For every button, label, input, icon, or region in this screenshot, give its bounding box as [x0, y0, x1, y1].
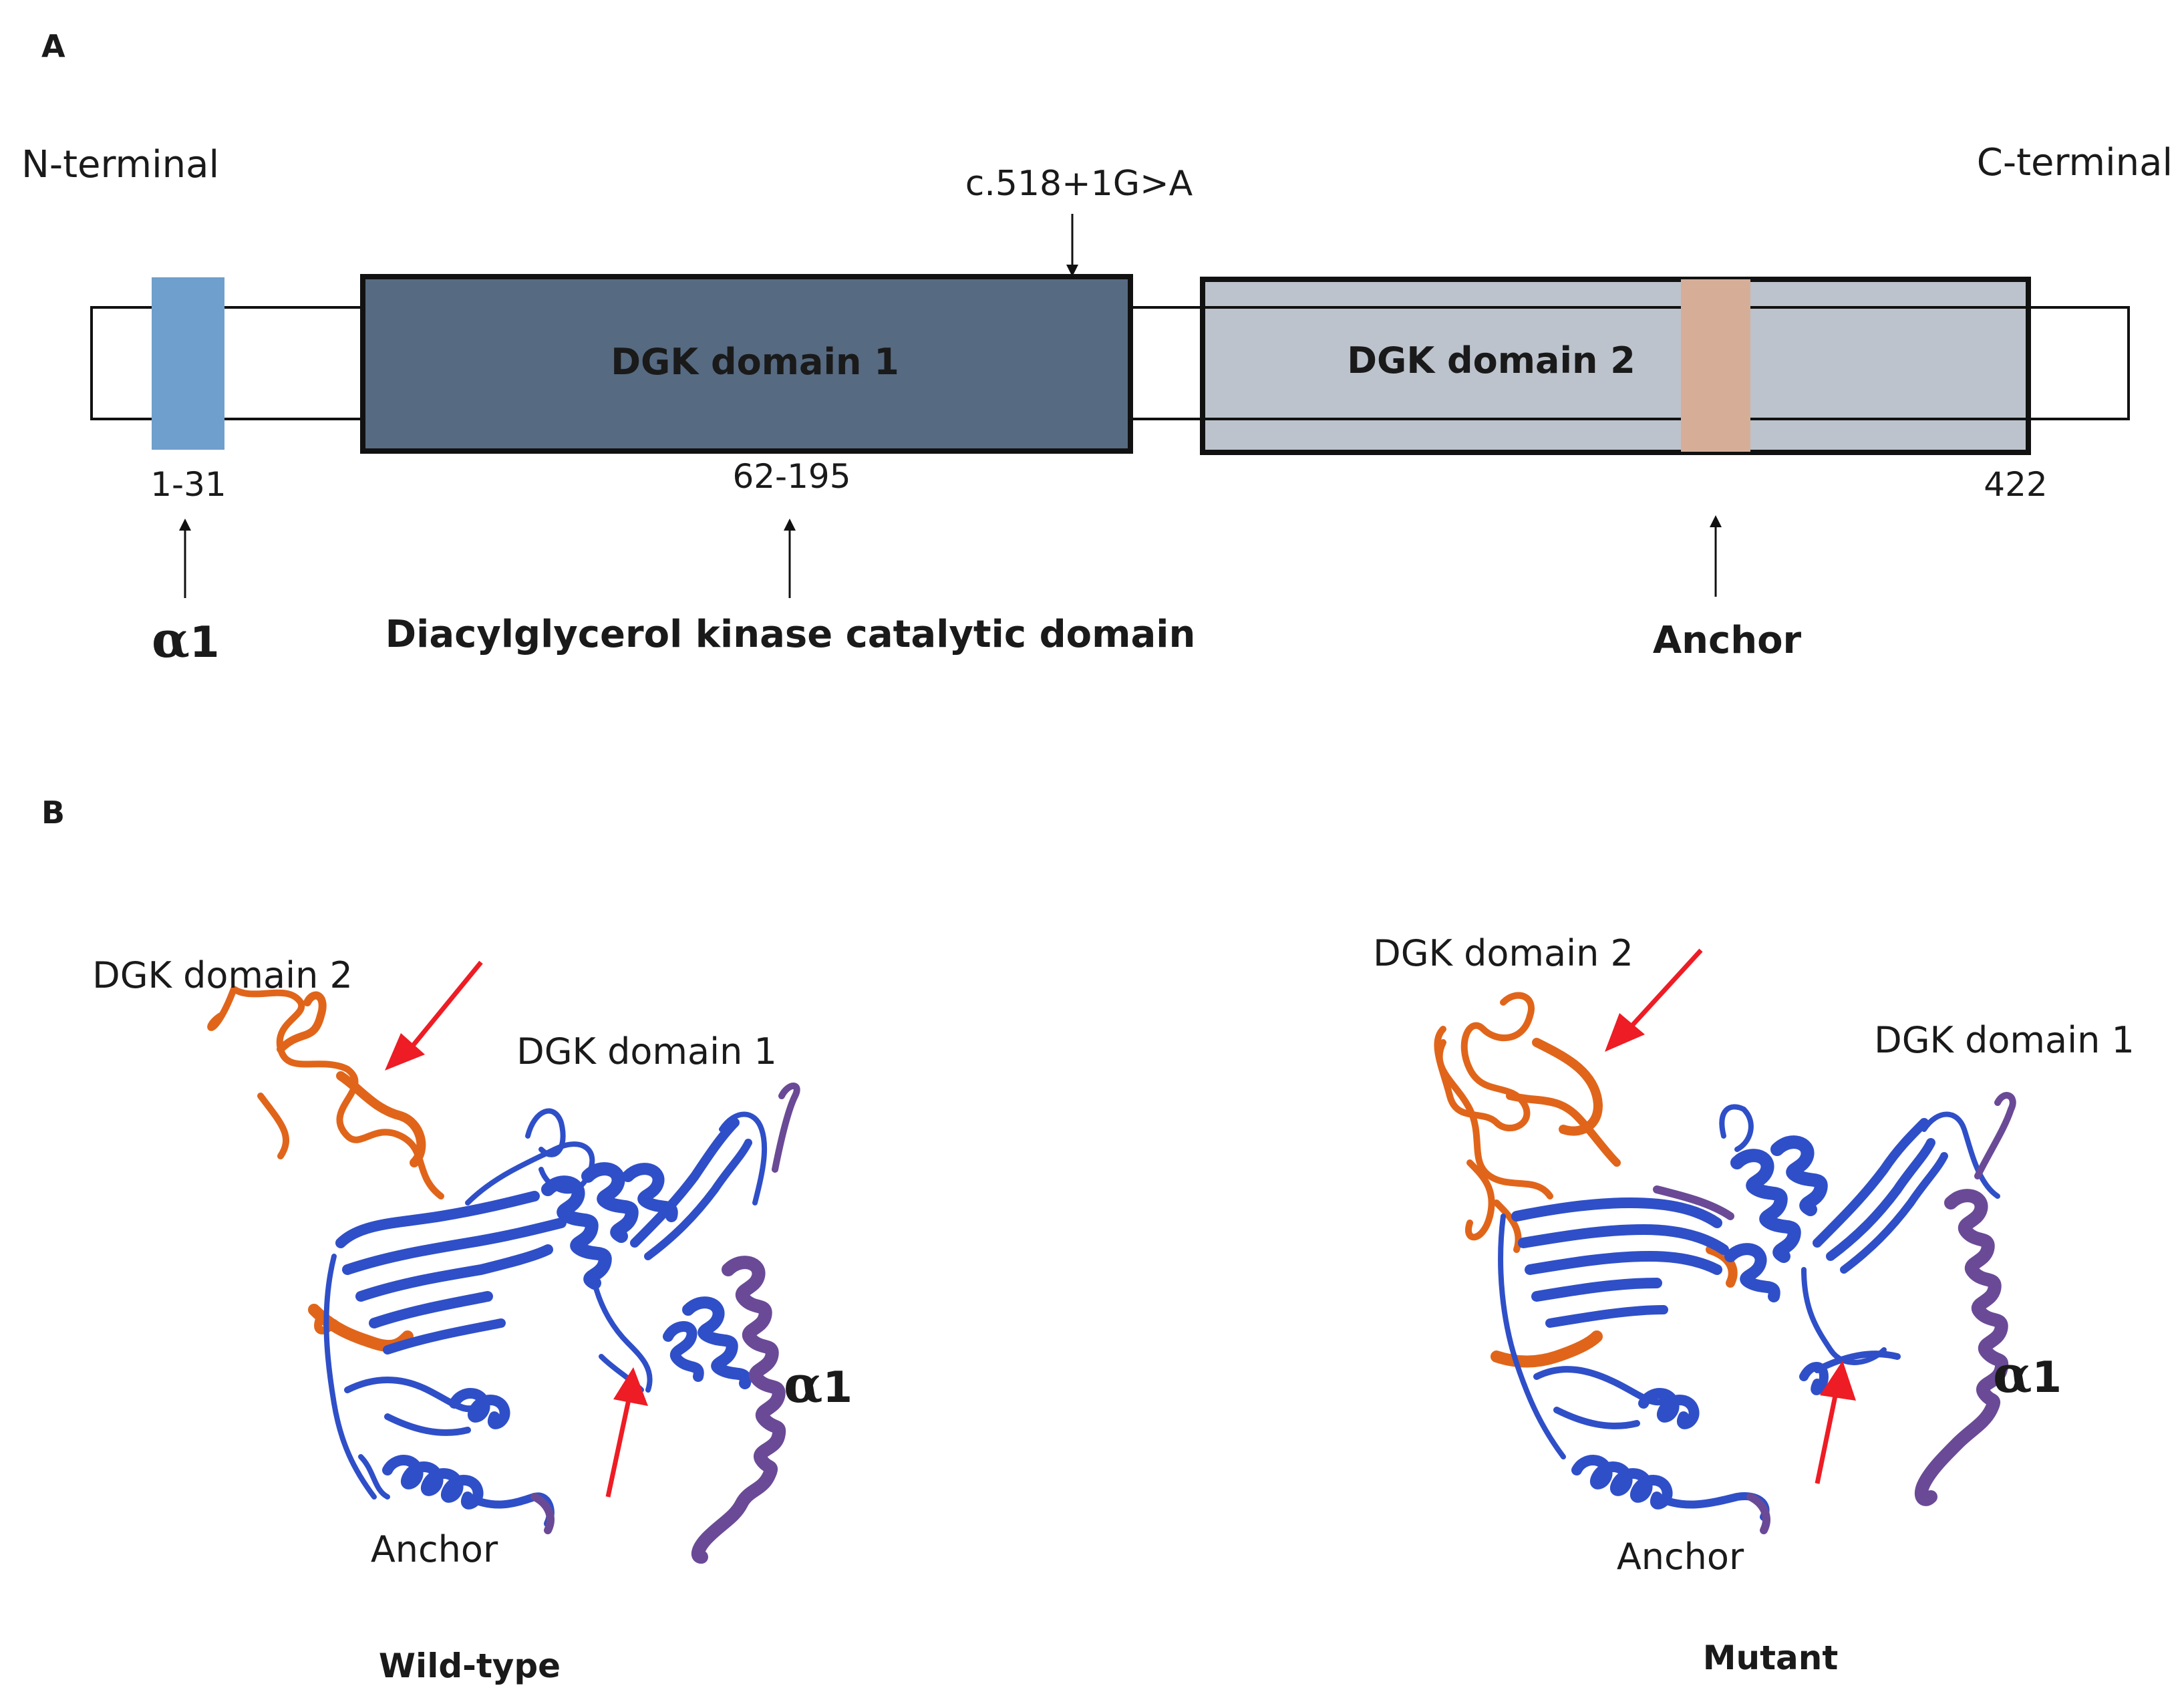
dgk-domain-1-label: DGK domain 1 — [611, 341, 899, 383]
range-end: 422 — [1984, 465, 2047, 504]
wildtype-red-arrows — [385, 960, 648, 1498]
mutant-caption: Mutant — [1703, 1639, 1839, 1677]
mutant-alpha-number: 1 — [2032, 1353, 2062, 1403]
wildtype-caption: Wild-type — [379, 1647, 561, 1685]
mutant-interface-arrow — [1815, 1392, 1839, 1484]
catalytic-domain-annotation: Diacylglycerol kinase catalytic domain — [385, 613, 1196, 656]
mutant-structure: DGK domain 2 DGK domain 1 α1 Anchor Muta… — [1373, 932, 2135, 1677]
dgk-domain-2-label: DGK domain 2 — [1347, 339, 1635, 382]
mutant-domain2-ribbon — [1434, 992, 1738, 1368]
mutant-alpha-greek: α — [1993, 1344, 2032, 1404]
wildtype-domain1-ribbon — [323, 1108, 768, 1528]
dgk-domain-1-block — [360, 274, 1133, 454]
wildtype-domain2-label: DGK domain 2 — [92, 954, 353, 996]
alpha-helix-block — [152, 277, 224, 450]
mutant-domain2-label: DGK domain 2 — [1373, 932, 1633, 974]
mutant-domain2-arrow — [1627, 948, 1703, 1031]
mutant-anchor-label: Anchor — [1617, 1536, 1744, 1578]
mutant-domain2-arrowhead — [1605, 1013, 1645, 1052]
mutant-alpha1-ribbon — [1653, 1092, 2016, 1534]
alpha-greek: α — [152, 611, 190, 669]
wildtype-domain2-arrowhead — [385, 1033, 425, 1071]
wildtype-alpha1-label: α1 — [784, 1355, 852, 1414]
mutant-interface-arrowhead — [1820, 1361, 1856, 1401]
alpha-annotation: α1 — [152, 611, 219, 669]
mutant-domain1-label: DGK domain 1 — [1874, 1019, 2135, 1061]
mutant-red-arrows — [1605, 948, 1856, 1484]
wildtype-alpha-greek: α — [784, 1355, 822, 1414]
range-domain-1: 62-195 — [732, 457, 850, 496]
c-terminal-label: C-terminal — [1977, 141, 2173, 184]
mutant-alpha1-label: α1 — [1993, 1344, 2062, 1404]
n-terminal-label: N-terminal — [21, 143, 219, 186]
wildtype-interface-arrowhead — [613, 1367, 648, 1406]
alpha-number: 1 — [190, 618, 220, 668]
wildtype-alpha-number: 1 — [822, 1363, 852, 1413]
wildtype-domain2-arrow — [407, 960, 483, 1052]
wildtype-anchor-label: Anchor — [371, 1528, 498, 1570]
anchor-block — [1681, 279, 1750, 452]
wildtype-domain2-ribbon — [207, 986, 444, 1353]
panel-b-label: B — [41, 795, 65, 831]
wildtype-interface-arrow — [605, 1396, 632, 1498]
range-alpha: 1-31 — [150, 465, 226, 504]
anchor-annotation: Anchor — [1653, 619, 1802, 662]
wildtype-domain1-label: DGK domain 1 — [516, 1030, 777, 1073]
wildtype-alpha1-ribbon — [530, 1083, 800, 1564]
mutant-domain1-ribbon — [1498, 1104, 2000, 1521]
panel-a-label: A — [41, 28, 65, 64]
wildtype-structure: DGK domain 2 DGK domain 1 α1 Anchor Wild… — [92, 954, 852, 1685]
mutation-label: c.518+1G>A — [965, 164, 1193, 204]
